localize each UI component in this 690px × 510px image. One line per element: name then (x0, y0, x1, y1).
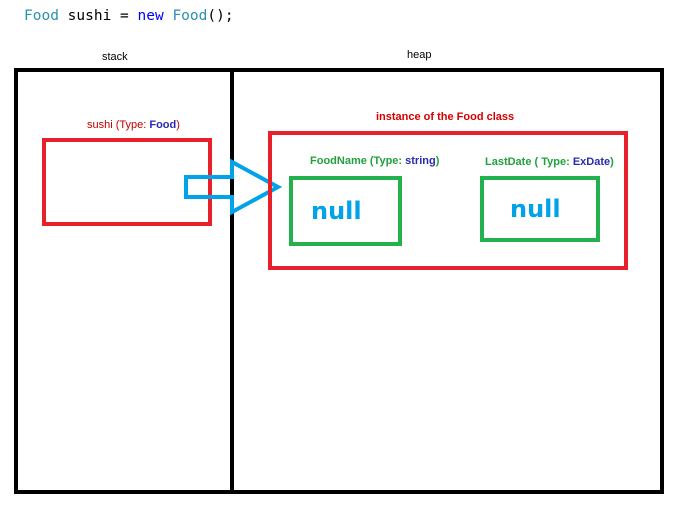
heap-label: heap (407, 49, 432, 61)
field-box-lastdate (480, 176, 600, 242)
field-type: string (405, 155, 436, 167)
reference-arrow-icon (184, 158, 283, 216)
field-type: ExDate (572, 156, 611, 168)
field-label-lastdate: LastDate ( Type: ExDate) (485, 156, 614, 168)
code-line: Food sushi = new Food(); (24, 8, 234, 24)
code-ctor: Food (172, 8, 208, 24)
stack-var-box (42, 138, 212, 226)
field-close: ) (610, 156, 614, 168)
stack-var-type: Food (149, 119, 177, 131)
memory-frame (14, 68, 664, 494)
code-type: Food (24, 8, 59, 24)
field-value-foodname: null (311, 197, 362, 225)
code-new-keyword: new (137, 8, 164, 24)
instance-box (268, 131, 628, 270)
code-var: sushi = (58, 8, 138, 24)
field-value-lastdate: null (510, 195, 561, 223)
stack-label: stack (102, 51, 128, 63)
stack-heap-divider (230, 68, 234, 494)
field-close: ) (435, 155, 440, 167)
field-name: FoodName (Type: (310, 155, 406, 167)
stack-var-name: sushi (Type: (87, 119, 150, 131)
code-tail: (); (207, 8, 234, 24)
instance-title: instance of the Food class (376, 111, 515, 123)
stack-var-close: ) (176, 119, 180, 131)
stack-var-label: sushi (Type: Food) (87, 119, 180, 131)
field-name: LastDate ( Type: (485, 156, 573, 168)
field-box-foodname (289, 176, 402, 246)
field-label-foodname: FoodName (Type: string) (310, 155, 439, 167)
